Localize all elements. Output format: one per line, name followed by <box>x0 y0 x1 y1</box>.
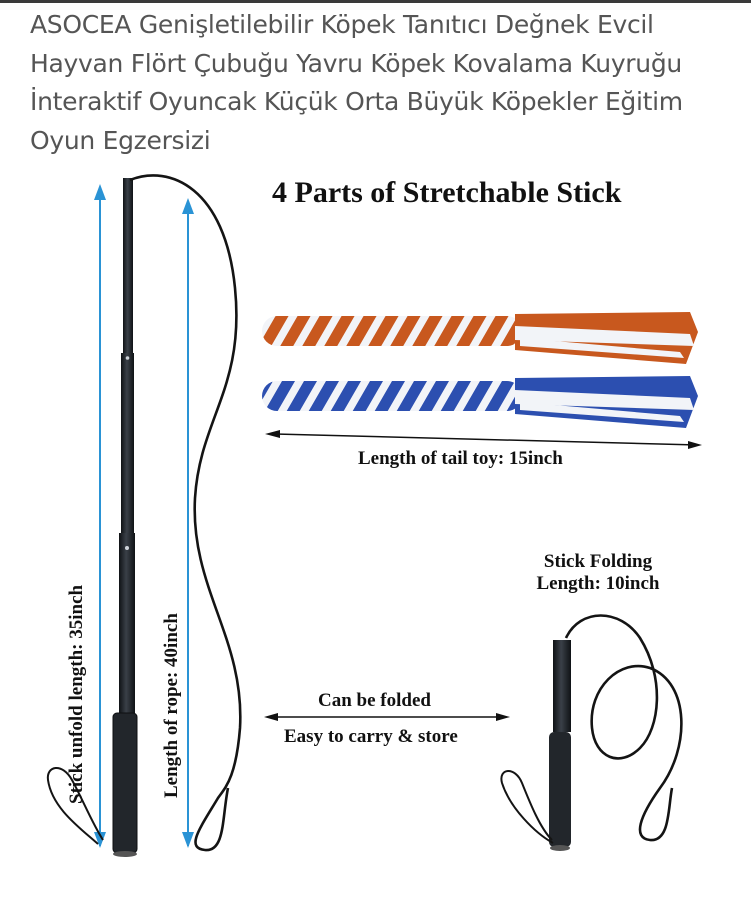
product-image[interactable]: 4 Parts of Stretchable Stick Length of t… <box>0 168 751 868</box>
extended-stick-rope <box>129 174 242 852</box>
rope-length-label: Length of rope: 40inch <box>161 613 182 798</box>
folding-length-label: Stick Folding Length: 10inch <box>508 551 688 595</box>
folding-label-line1: Stick Folding <box>543 551 653 572</box>
stick-length-arrow <box>94 184 106 848</box>
easy-carry-label: Easy to carry & store <box>284 726 458 747</box>
stick-unfold-length-label: Stick unfold length: 35inch <box>66 584 87 804</box>
folded-stick <box>549 640 571 851</box>
product-illustration <box>46 174 702 857</box>
can-be-folded-label: Can be folded <box>318 690 431 711</box>
orange-tail-toy <box>262 312 698 364</box>
rope-length-arrow <box>182 198 194 848</box>
folded-stick-rope <box>564 614 683 842</box>
extended-stick-wrist-strap <box>46 767 104 845</box>
folding-label-line2: Length: 10inch <box>536 573 660 594</box>
tail-toy-length-arrow <box>265 430 702 449</box>
product-title: ASOCEA Genişletilebilir Köpek Tanıtıcı D… <box>30 10 683 155</box>
top-status-bar-edge <box>0 0 751 3</box>
extended-stick <box>112 178 138 857</box>
folded-stick-wrist-strap <box>500 770 554 844</box>
blue-tail-toy <box>262 376 698 428</box>
fold-arrow <box>264 713 510 721</box>
image-headline: 4 Parts of Stretchable Stick <box>272 176 622 209</box>
tail-toy-length-label: Length of tail toy: 15inch <box>358 448 563 469</box>
